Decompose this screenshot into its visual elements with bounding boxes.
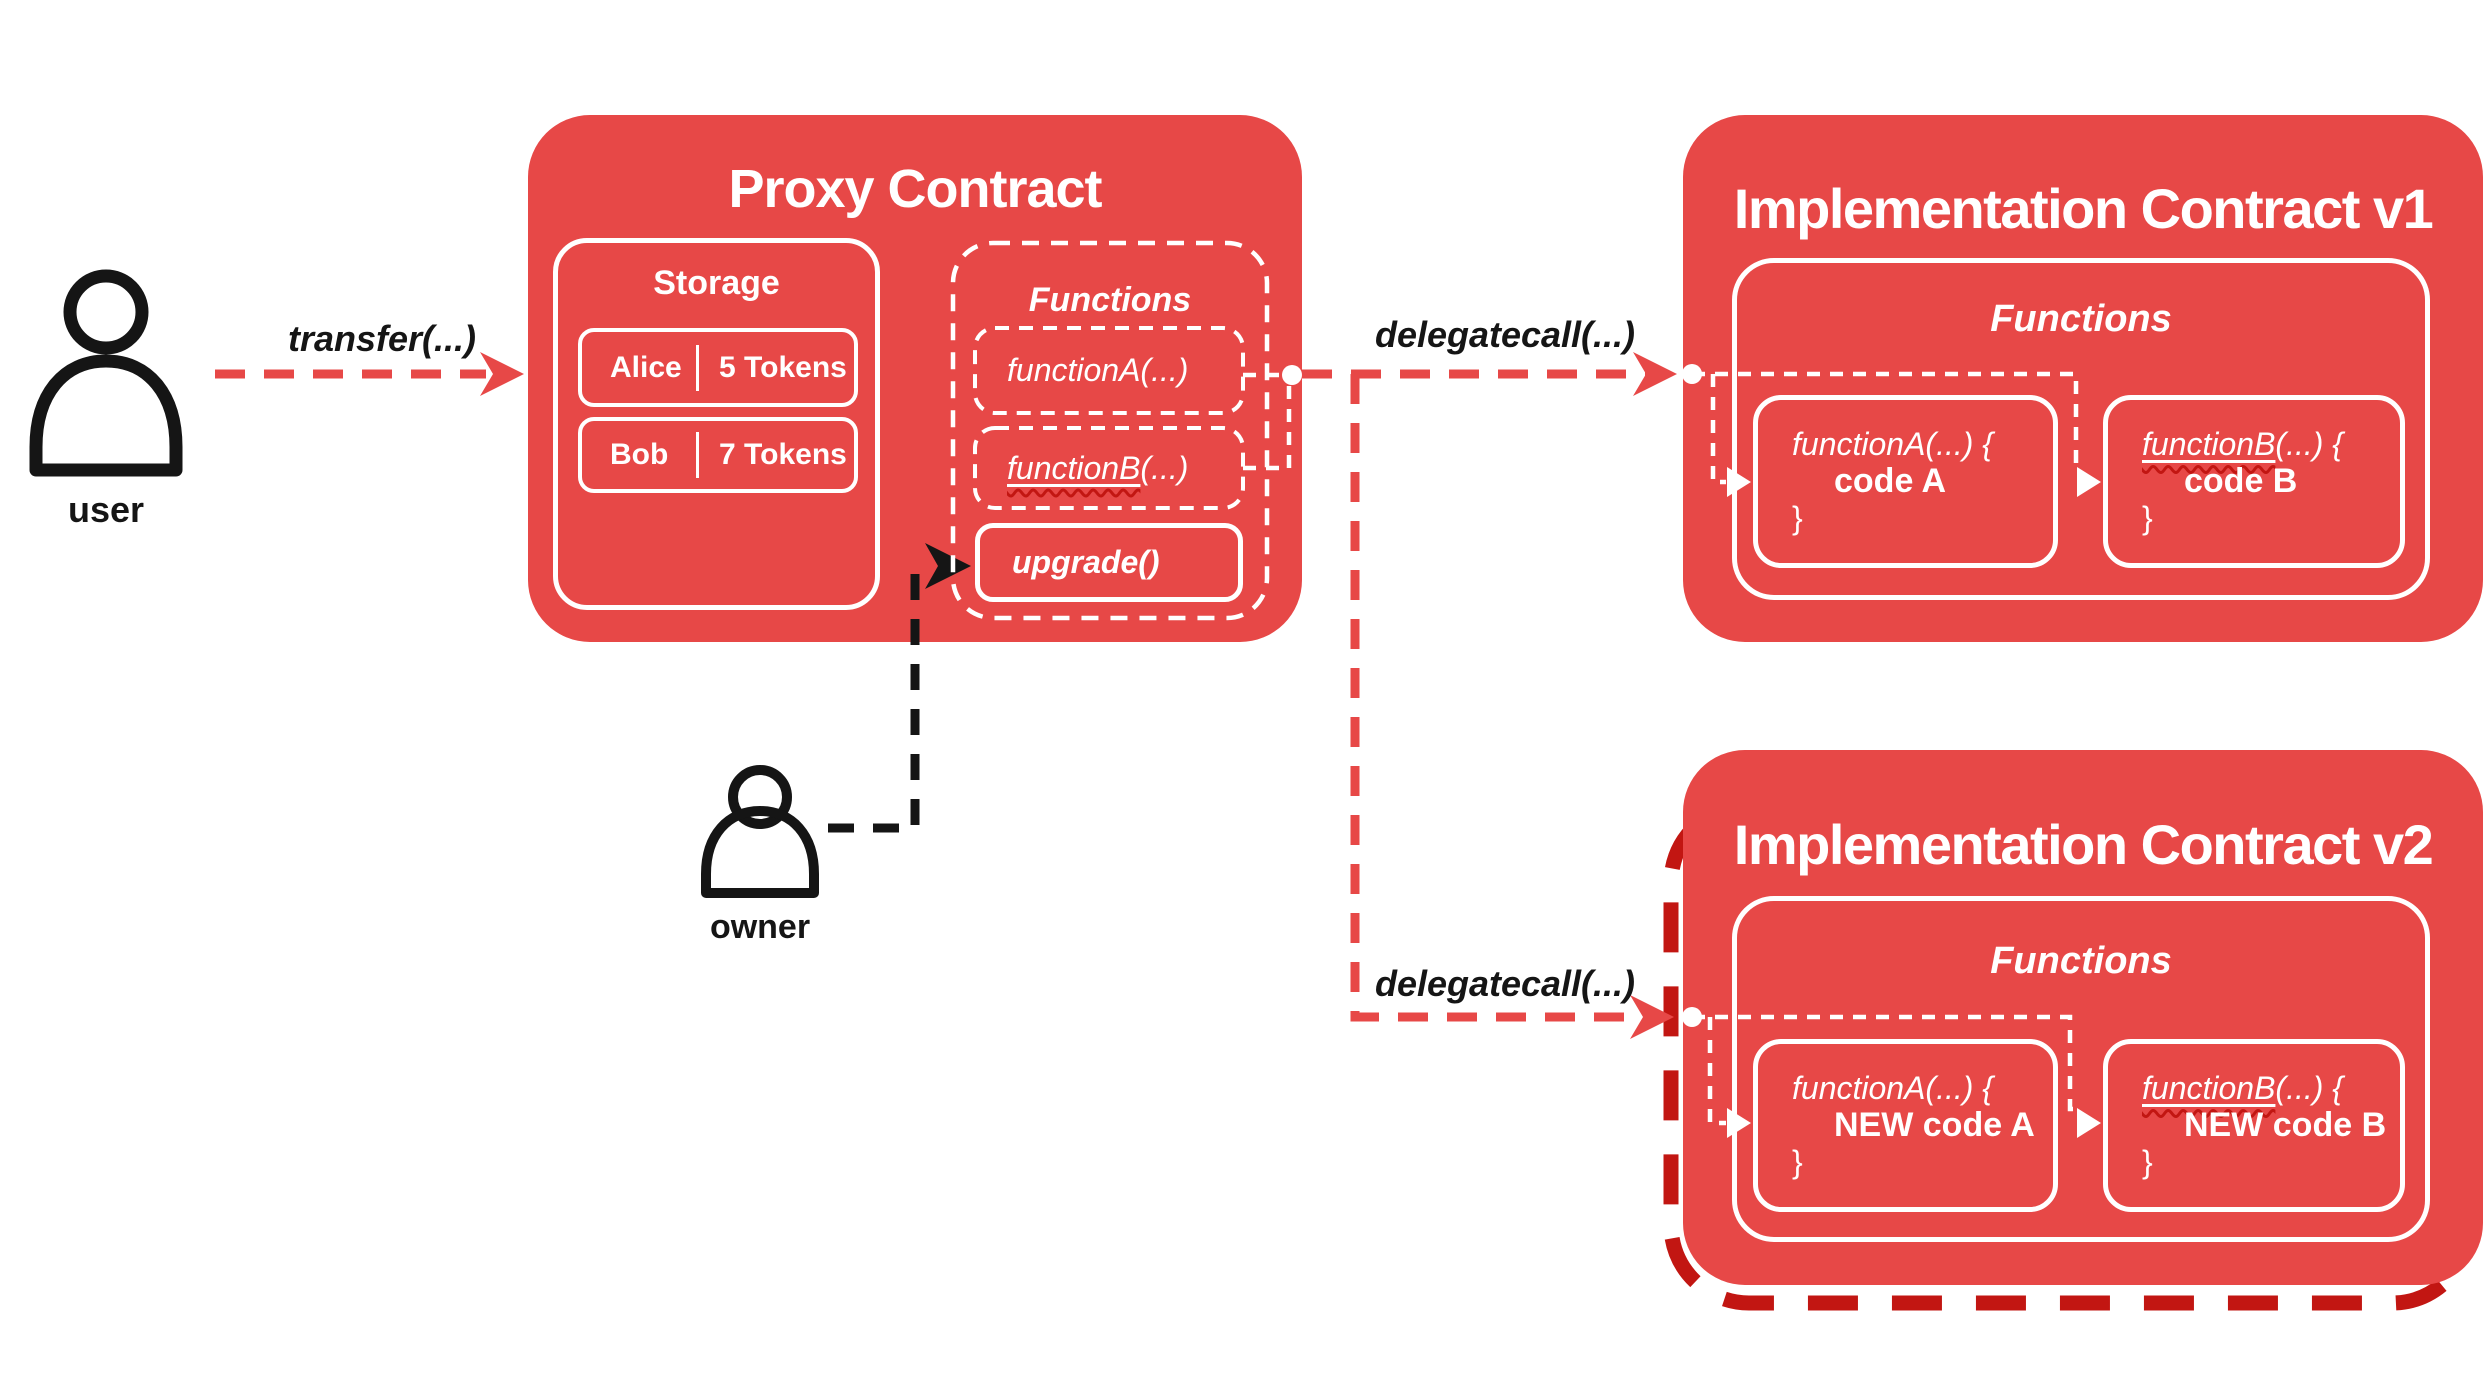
implementation-v2-title: Implementation Contract v2 — [1733, 813, 2434, 876]
v1-functions-title: Functions — [1990, 298, 2172, 340]
v1-functionB-codebox: functionB(...) { code B } — [2103, 395, 2405, 568]
v2-functionA-codebox: functionA(...) { NEW code A } — [1753, 1039, 2058, 1212]
v2-functionB-codebox: functionB(...) { NEW code B } — [2103, 1039, 2405, 1212]
storage-row-bob: Bob 7 Tokens — [578, 417, 858, 493]
delegatecall-v2-label: delegatecall(...) — [1374, 963, 1636, 1004]
proxy-functionA-label: functionA(...) — [1007, 352, 1189, 388]
upgrade-function-box: upgrade() — [975, 523, 1243, 602]
v1-functionA-codebox: functionA(...) { code A } — [1753, 395, 2058, 568]
delegatecall-v2-line — [1350, 374, 1648, 1022]
owner-label: owner — [709, 908, 811, 946]
storage-row-value: 5 Tokens — [719, 350, 847, 384]
transfer-call-label: transfer(...) — [287, 318, 477, 359]
delegatecall-v1-arrowhead — [1633, 352, 1677, 396]
user-label: user — [67, 489, 145, 530]
v2-functions-title: Functions — [1990, 940, 2172, 982]
proxy-functions-title: Functions — [1028, 281, 1192, 319]
upgrade-label: upgrade() — [1012, 544, 1160, 580]
proxy-contract-title: Proxy Contract — [728, 159, 1102, 219]
storage-row-value: 7 Tokens — [719, 438, 847, 471]
divider — [696, 432, 699, 478]
storage-row-alice: Alice 5 Tokens — [578, 328, 858, 407]
divider — [696, 344, 699, 391]
storage-box — [553, 238, 880, 610]
user-icon — [29, 269, 183, 477]
implementation-v1-title: Implementation Contract v1 — [1733, 177, 2434, 240]
storage-row-name: Alice — [610, 350, 682, 384]
storage-row-name: Bob — [610, 438, 669, 471]
owner-icon — [701, 765, 819, 898]
junction-dots — [1282, 364, 1702, 1027]
delegatecall-v1-label: delegatecall(...) — [1374, 314, 1636, 355]
proxy-functionB-label: functionB(...) — [1007, 449, 1189, 486]
storage-title: Storage — [653, 264, 780, 302]
